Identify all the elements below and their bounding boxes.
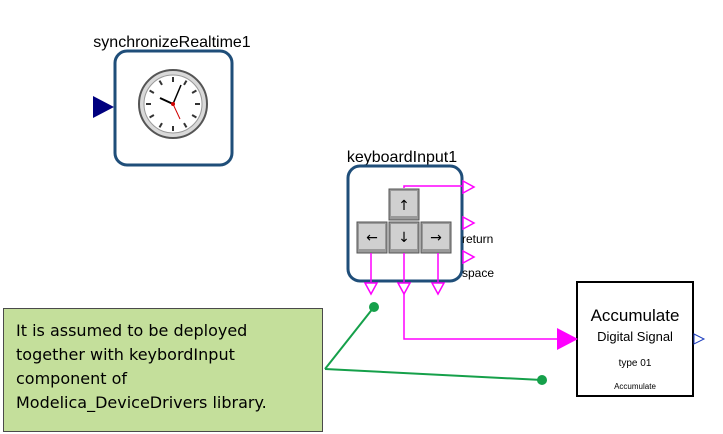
svg-text:↑: ↑ xyxy=(398,198,410,214)
accumulate-input-port[interactable] xyxy=(557,328,578,350)
accumulate-type: type 01 xyxy=(619,358,652,369)
note-line: It is assumed to be deployed xyxy=(16,321,248,340)
keyboard-input-block[interactable]: keyboardInput1 ↑ ← ↓ → return sp xyxy=(346,149,495,296)
annotation-note: It is assumed to be deployed together wi… xyxy=(3,308,323,432)
svg-text:←: ← xyxy=(366,230,378,246)
leader-dot-accumulate xyxy=(537,375,547,385)
svg-text:↓: ↓ xyxy=(398,230,410,246)
space-port-label: space xyxy=(462,266,494,280)
note-line: Modelica_DeviceDrivers library. xyxy=(16,393,267,412)
leader-line-accumulate xyxy=(324,368,543,381)
sync-input-port[interactable] xyxy=(93,96,114,118)
arrow-keys-icon: ↑ ← ↓ → xyxy=(356,188,452,254)
signal-connection[interactable] xyxy=(403,294,557,340)
return-port-label: return xyxy=(462,232,493,246)
accumulate-title: Accumulate xyxy=(591,306,680,325)
clock-icon xyxy=(138,69,208,139)
leader-dot-keyboard xyxy=(369,302,379,312)
keyboard-up-output-port[interactable] xyxy=(462,179,476,195)
keyboard-block-label: keyboardInput1 xyxy=(347,149,457,166)
accumulate-block[interactable]: Accumulate Digital Signal type 01 Accumu… xyxy=(557,281,706,397)
note-line: component of xyxy=(16,369,128,388)
accumulate-subtitle: Digital Signal xyxy=(597,329,673,344)
accumulate-footer: Accumulate xyxy=(614,382,656,391)
svg-text:→: → xyxy=(430,230,442,246)
accumulate-block-frame xyxy=(576,281,694,397)
keyboard-down-output-port[interactable] xyxy=(396,282,412,296)
keyboard-left-output-port[interactable] xyxy=(363,282,379,296)
leader-line-keyboard xyxy=(324,306,375,370)
keyboard-space-output-port[interactable] xyxy=(462,249,476,265)
note-line: together with keybordInput xyxy=(16,345,235,364)
keyboard-right-output-port[interactable] xyxy=(430,282,446,296)
sync-block-label: synchronizeRealtime1 xyxy=(93,34,251,51)
keyboard-internal-wires xyxy=(370,185,462,282)
annotation-leaders xyxy=(324,302,547,385)
accumulate-output-port[interactable] xyxy=(693,333,706,345)
sync-realtime-block[interactable]: synchronizeRealtime1 xyxy=(93,34,251,167)
keyboard-return-output-port[interactable] xyxy=(462,215,476,231)
